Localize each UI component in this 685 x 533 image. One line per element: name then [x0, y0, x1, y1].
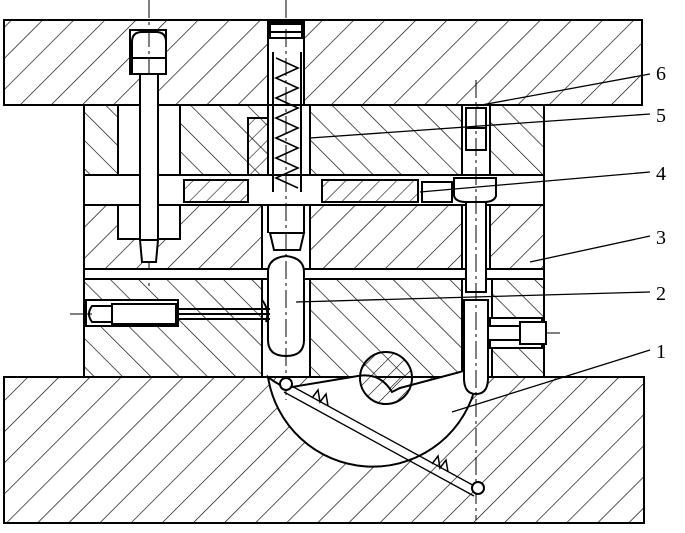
callout-labels: 6 5 4 3 2 1 — [656, 63, 666, 363]
callout-6: 6 — [656, 63, 666, 85]
callout-5: 5 — [656, 105, 666, 127]
cam-tension-spring — [279, 377, 485, 497]
spring-5 — [269, 0, 303, 400]
callout-3: 3 — [656, 227, 666, 249]
top-plate — [3, 19, 643, 106]
callout-1: 1 — [656, 341, 666, 363]
right-side-screw — [487, 321, 560, 345]
leader-lines — [295, 73, 651, 413]
callout-4: 4 — [656, 163, 666, 185]
callout-2: 2 — [656, 283, 666, 305]
left-bolt-shank — [138, 73, 160, 263]
ejector-rod-6 — [453, 80, 497, 520]
left-side-screw — [70, 303, 270, 325]
